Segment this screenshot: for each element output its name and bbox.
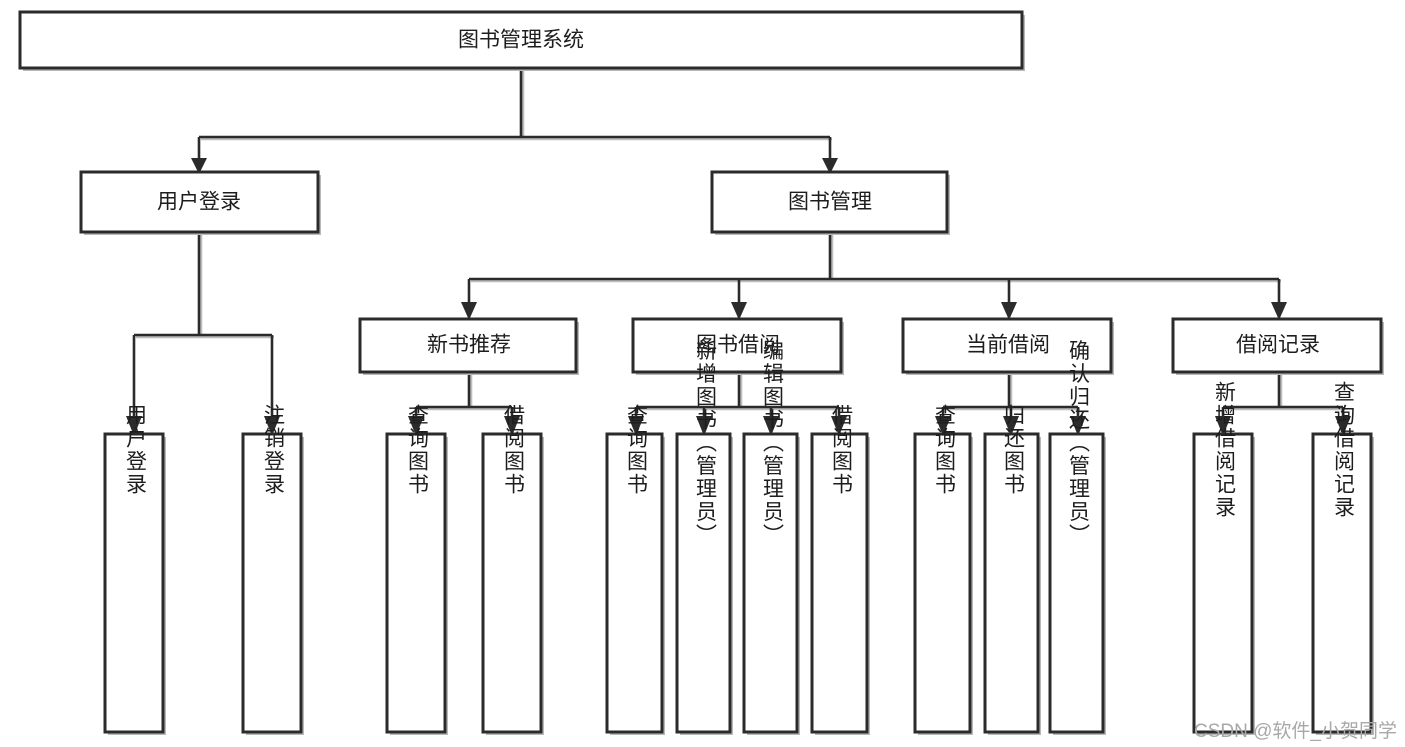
node-leaf-query-book-3-box: [913, 432, 972, 734]
node-leaf-add-record-label: 新增借阅记录: [1212, 381, 1236, 519]
arrow-head-current-borrow: [1001, 302, 1017, 320]
node-leaf-query-book-2-label: 查询图书: [624, 404, 648, 496]
node-borrow-record-label: 借阅记录: [1236, 334, 1320, 357]
arrow-head-leaf-confirm-return: [1070, 416, 1086, 436]
node-new-book-recommend[interactable]: 新书推荐: [358, 317, 579, 375]
node-new-book-recommend-label: 新书推荐: [427, 334, 511, 357]
node-book-borrow-box: [631, 317, 843, 374]
node-user-login-label: 用户登录: [157, 191, 241, 214]
arrow-head-user-login: [191, 158, 207, 174]
node-leaf-edit-book-label: 编辑图书（管理员）: [760, 340, 784, 547]
node-borrow-record[interactable]: 借阅记录: [1171, 317, 1384, 375]
node-leaf-query-book-2-box: [605, 432, 664, 734]
node-leaf-logout-login-label: 注销登录: [261, 404, 285, 496]
node-leaf-add-record[interactable]: 新增借阅记录: [1192, 381, 1255, 735]
node-leaf-user-login[interactable]: 用户登录: [103, 404, 166, 735]
node-leaf-query-record-box: [1311, 432, 1373, 734]
node-user-login[interactable]: 用户登录: [79, 170, 321, 235]
node-root-label: 图书管理系统: [458, 29, 584, 52]
node-leaf-confirm-return-box: [1048, 432, 1105, 734]
node-leaf-borrow-book-2[interactable]: 借阅图书: [810, 404, 870, 735]
arrow-head-leaf-query-book-2: [628, 416, 644, 436]
node-leaf-logout-login[interactable]: 注销登录: [241, 404, 304, 735]
node-book-borrow-label: 图书借阅: [696, 334, 780, 357]
node-leaf-query-book-3[interactable]: 查询图书: [913, 404, 973, 735]
arrow-head-leaf-user-login: [126, 416, 142, 436]
node-leaf-query-record-label: 查询借阅记录: [1331, 381, 1355, 519]
node-leaf-logout-login-box: [241, 432, 303, 734]
arrow-head-leaf-query-book-3: [935, 416, 951, 436]
arrow-head-leaf-add-book: [696, 416, 712, 436]
node-book-management[interactable]: 图书管理: [710, 170, 950, 235]
node-leaf-edit-book[interactable]: 编辑图书（管理员）: [742, 340, 800, 736]
node-leaf-confirm-return-label: 确认归还（管理员）: [1066, 340, 1090, 547]
node-leaf-query-book-1[interactable]: 查询图书: [385, 404, 448, 735]
node-leaf-return-book[interactable]: 归还图书: [983, 404, 1041, 735]
node-leaf-query-record[interactable]: 查询借阅记录: [1311, 381, 1374, 735]
node-leaf-add-book-box: [675, 432, 732, 734]
arrow-head-new-book-recommend: [461, 302, 477, 320]
node-leaf-edit-book-box: [742, 432, 799, 734]
arrow-head-leaf-borrow-book-2: [831, 416, 847, 436]
arrow-head-leaf-query-book-1: [408, 416, 424, 436]
node-leaf-add-book-label: 新增图书（管理员）: [693, 340, 717, 547]
node-current-borrow-label: 当前借阅: [966, 334, 1050, 357]
node-new-book-recommend-box: [358, 317, 578, 374]
arrow-head-leaf-borrow-book-1: [504, 416, 520, 436]
node-leaf-query-book-1-label: 查询图书: [405, 404, 429, 496]
node-leaf-borrow-book-1[interactable]: 借阅图书: [481, 404, 544, 735]
arrow-head-book-management: [822, 158, 838, 174]
watermark-text: CSDN @软件_小贺同学: [1194, 721, 1397, 742]
node-leaf-add-record-box: [1192, 432, 1254, 734]
arrow-head-leaf-add-record: [1215, 416, 1231, 436]
node-leaf-borrow-book-2-box: [810, 432, 869, 734]
node-leaf-return-book-label: 归还图书: [1001, 404, 1025, 496]
node-leaf-user-login-label: 用户登录: [123, 404, 147, 496]
arrow-head-book-borrow: [731, 302, 747, 320]
node-book-management-box: [710, 170, 949, 234]
node-leaf-query-book-2[interactable]: 查询图书: [605, 404, 665, 735]
connector-layer: [126, 68, 1351, 436]
node-leaf-query-book-3-label: 查询图书: [932, 404, 956, 496]
node-book-management-label: 图书管理: [788, 191, 872, 214]
node-leaf-query-book-1-box: [385, 432, 447, 734]
arrow-head-leaf-edit-book: [763, 416, 779, 436]
node-leaf-return-book-box: [983, 432, 1040, 734]
node-borrow-record-box: [1171, 317, 1383, 374]
node-leaf-borrow-book-1-label: 借阅图书: [501, 404, 525, 496]
node-book-borrow[interactable]: 图书借阅: [631, 317, 844, 375]
node-current-borrow-box: [901, 317, 1113, 374]
node-user-login-box: [79, 170, 320, 234]
arrow-head-leaf-query-record: [1335, 416, 1351, 436]
node-leaf-confirm-return[interactable]: 确认归还（管理员）: [1048, 340, 1106, 736]
node-root[interactable]: 图书管理系统: [18, 10, 1025, 71]
node-leaf-add-book[interactable]: 新增图书（管理员）: [675, 340, 733, 736]
node-leaf-borrow-book-1-box: [481, 432, 543, 734]
node-leaf-user-login-box: [103, 432, 165, 734]
arrow-head-leaf-return-book: [1003, 416, 1019, 436]
arrow-head-leaf-logout-login: [264, 416, 280, 436]
node-leaf-borrow-book-2-label: 借阅图书: [829, 404, 853, 496]
arrow-head-borrow-record: [1271, 302, 1287, 320]
node-current-borrow[interactable]: 当前借阅: [901, 317, 1114, 375]
node-root-box: [18, 10, 1024, 70]
